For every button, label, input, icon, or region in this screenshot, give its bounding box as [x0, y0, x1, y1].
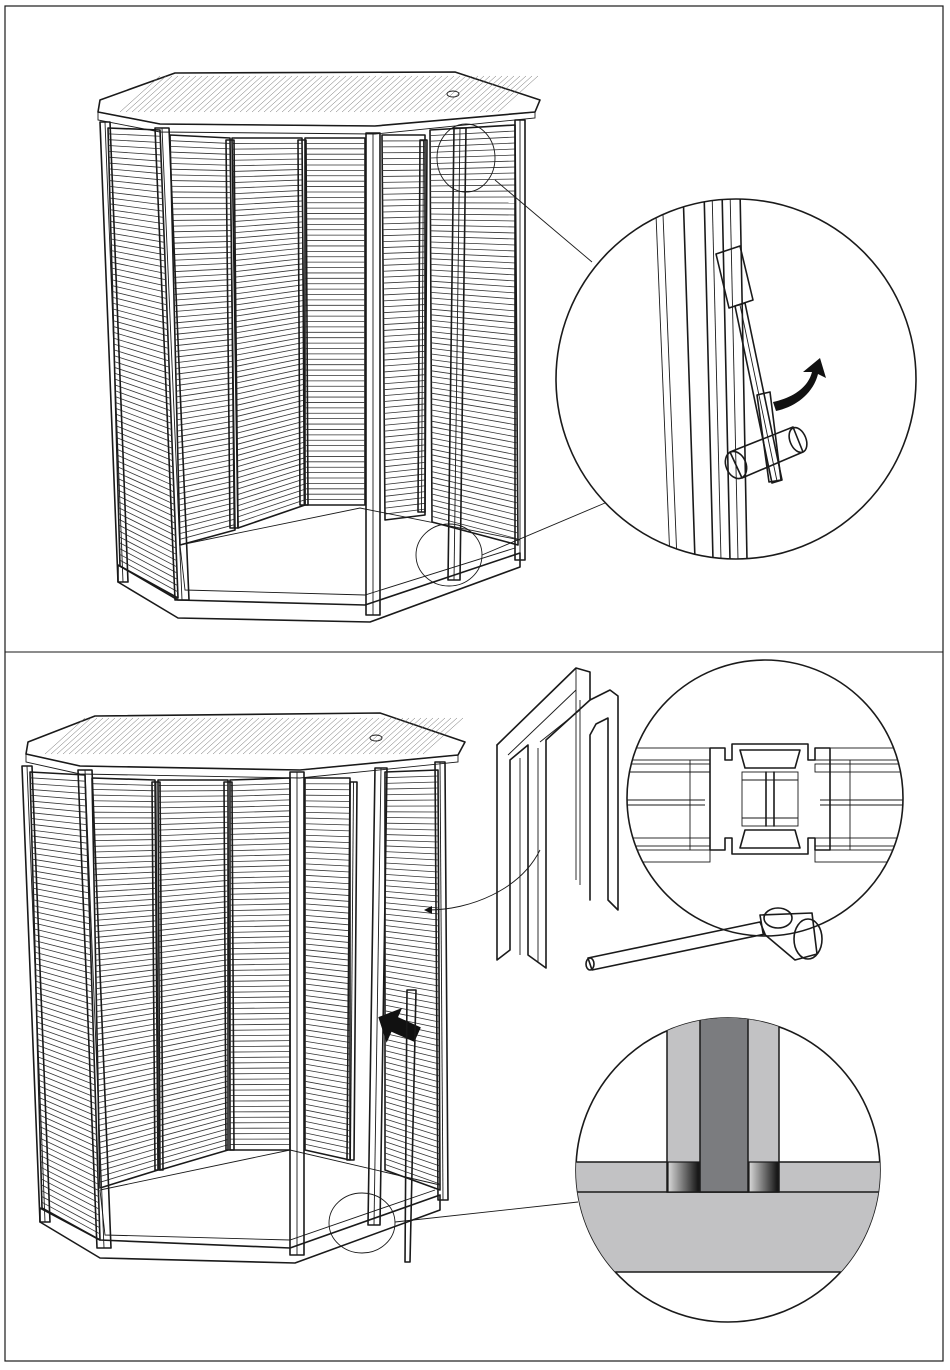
detail-rod-lever: [556, 190, 916, 560]
leader-curve: [428, 850, 540, 910]
wall-panels: [22, 762, 448, 1255]
roof-hatching: [120, 76, 538, 112]
detail-profile-section: [620, 660, 910, 936]
floor-base: [118, 508, 520, 622]
roof-vent-icon: [370, 735, 382, 741]
detail-base-joint: [560, 1010, 900, 1322]
wall-panels: [100, 120, 525, 615]
roof-vent-icon: [447, 91, 459, 97]
profile-cross-section-icon: [620, 744, 910, 862]
mallet-icon: [586, 908, 822, 970]
curved-arrow-icon: [773, 358, 826, 411]
shed-top: [98, 72, 605, 622]
roof-hatching: [45, 718, 463, 754]
insertion-arrow-icon: [370, 1001, 425, 1053]
vertical-profile-part: [497, 668, 618, 968]
joint-cross-section-icon: [560, 1010, 900, 1272]
shed-bottom: [22, 713, 578, 1263]
leader-line: [395, 1202, 578, 1222]
roof-bottom: [26, 713, 465, 778]
